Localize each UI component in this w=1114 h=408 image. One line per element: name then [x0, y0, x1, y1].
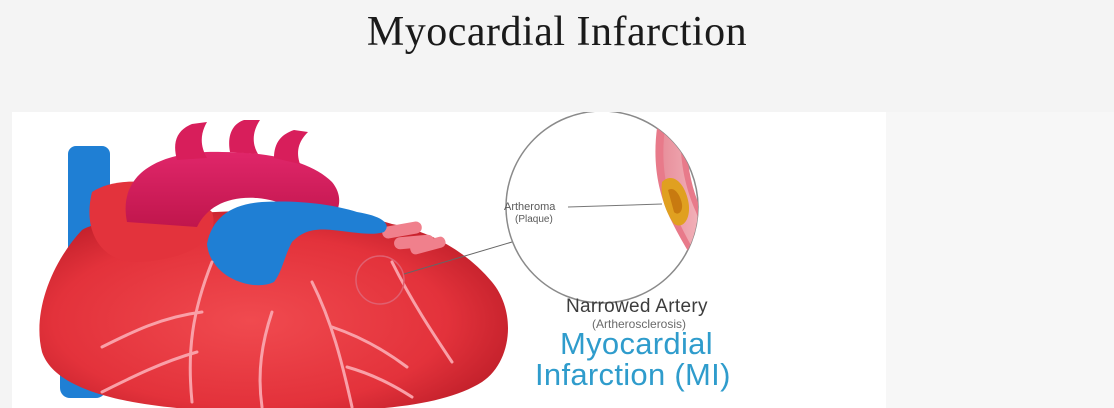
background-panel [886, 112, 1114, 408]
callout-label-plaque: (Plaque) [515, 214, 553, 225]
heart-illustration: Artheroma (Plaque) [12, 112, 886, 408]
mi-heading-line2: Infarction (MI) [535, 357, 731, 393]
slide-title: Myocardial Infarction [0, 8, 1114, 56]
callout-label-artheroma: Artheroma [504, 201, 555, 213]
heart-diagram-graphic [12, 112, 886, 408]
narrowed-artery-label: Narrowed Artery [566, 296, 708, 318]
